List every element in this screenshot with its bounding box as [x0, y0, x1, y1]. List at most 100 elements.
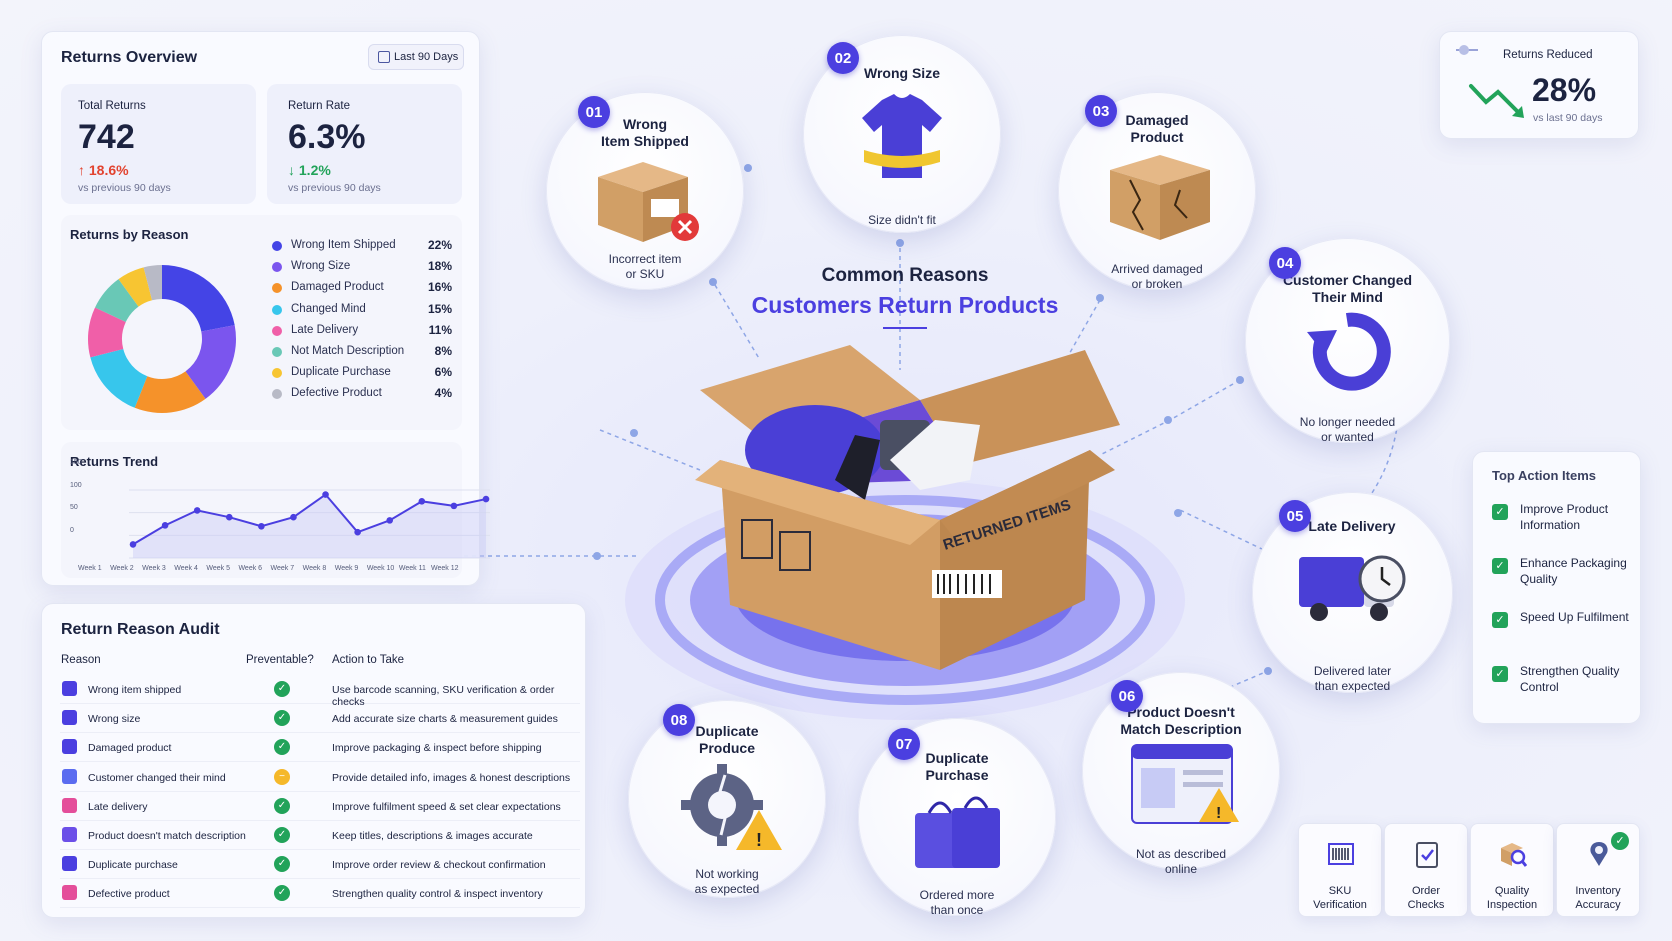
reason-04-title: Customer Changed Their Mind — [1282, 272, 1413, 305]
trend-point — [225, 513, 233, 521]
audit-reason: Defective product — [88, 888, 170, 901]
kpi-total-note: vs previous 90 days — [78, 182, 171, 194]
browser-window-icon: ! — [1131, 744, 1239, 824]
check-circle-icon: ✓ — [274, 827, 290, 843]
box-magnifier-icon — [1501, 843, 1527, 867]
audit-action: Improve fulfilment speed & set clear exp… — [332, 800, 561, 813]
returns-reduced-note: vs last 90 days — [1533, 112, 1603, 124]
reason-02-title: Wrong Size — [864, 65, 940, 81]
audit-title: Return Reason Audit — [61, 621, 220, 638]
x-tick-label: Week 8 — [302, 565, 327, 572]
reason-01-title: Wrong Item Shipped — [601, 116, 689, 149]
y-tick-label: 150 — [70, 459, 82, 466]
tshirt-icon — [862, 94, 942, 178]
legend-dot — [272, 347, 282, 357]
legend-pct: 6% — [434, 365, 452, 380]
donut-slice-7 — [143, 265, 162, 301]
checkbox-checked-icon: ✓ — [1492, 612, 1508, 628]
trend-point — [193, 507, 201, 514]
audit-reason: Late delivery — [88, 800, 148, 813]
reason-circle-01[interactable]: Wrong Item Shipped Incorrect item or SKU — [546, 92, 744, 290]
reason-row-icon — [62, 797, 77, 813]
trend-area — [133, 494, 486, 558]
title-underline — [883, 327, 927, 329]
legend-dot — [272, 283, 282, 294]
y-tick-label: 0 — [70, 527, 74, 534]
trend-point — [450, 502, 458, 510]
arrow-down-icon: ↓ — [288, 162, 299, 178]
tile-clipboard-check[interactable]: Order Checks — [1384, 823, 1468, 917]
arrow-up-icon: ↑ — [78, 162, 89, 178]
audit-action: Strengthen quality control & inspect inv… — [332, 888, 543, 901]
reason-row-icon — [62, 681, 77, 696]
action-item-label: Strengthen Quality Control — [1520, 664, 1620, 694]
donut-slice-6 — [118, 267, 153, 307]
legend-pct: 8% — [434, 344, 452, 358]
reason-04-number: 04 — [1269, 247, 1301, 279]
audit-action: Keep titles, descriptions & images accur… — [332, 830, 533, 842]
package-x-icon — [598, 162, 699, 242]
legend-label: Not Match Description — [291, 345, 405, 357]
kpi-return-rate: Return Rate 6.3% ↓ 1.2% vs previous 90 d… — [267, 84, 462, 204]
reason-02-desc: Size didn't fit — [868, 213, 936, 227]
header-action: Action to Take — [332, 654, 405, 666]
kpi-total-change-value: 18.6% — [88, 162, 129, 178]
checkbox-checked-icon: ✓ — [1492, 666, 1508, 682]
action-item-label: Speed Up Fulfilment — [1520, 610, 1629, 624]
x-tick-label: Week 9 — [334, 565, 359, 572]
donut-slice-4 — [88, 307, 126, 358]
trend-chart — [129, 489, 490, 559]
period-button[interactable]: Last 90 Days — [368, 44, 464, 70]
donut-slice-3 — [90, 348, 148, 408]
tile-label: Quality Inspection — [1486, 885, 1538, 911]
legend-label: Changed Mind — [291, 302, 366, 315]
center-title-line2: Customers Return Products — [751, 292, 1059, 318]
return-reason-audit-card: Return Reason Audit Reason Preventable? … — [41, 603, 586, 918]
legend-dot — [272, 325, 282, 336]
reason-05-title: Late Delivery — [1308, 518, 1396, 534]
donut-chart — [88, 265, 236, 413]
reason-circle-05[interactable]: Late Delivery Delivered later than expec… — [1252, 492, 1453, 693]
svg-text:!: ! — [756, 830, 762, 850]
action-items-title: Top Action Items — [1492, 468, 1596, 483]
reason-row-icon — [62, 768, 77, 784]
returns-reduced-card: Returns Reduced 28% vs last 90 days — [1439, 31, 1639, 139]
x-tick-label: Week 5 — [206, 565, 230, 572]
tile-location-pin[interactable]: Inventory Accuracy — [1556, 823, 1640, 917]
tile-label: SKU Verification — [1313, 885, 1367, 911]
trend-point — [322, 491, 329, 498]
audit-action: Use barcode scanning, SKU verification &… — [332, 684, 555, 708]
check-circle-icon: ✓ — [274, 856, 290, 873]
tile-barcode[interactable]: SKU Verification — [1298, 823, 1382, 917]
trend-line — [132, 493, 487, 546]
kpi-total-returns: Total Returns 742 ↑ 18.6% vs previous 90… — [61, 84, 256, 204]
legend-label: Wrong Size — [291, 260, 351, 273]
reason-circle-03[interactable]: Damaged Product Arrived damaged or broke… — [1058, 92, 1256, 291]
donut-slice-2 — [134, 371, 206, 413]
reason-01-number: 01 — [578, 96, 610, 128]
reason-circle-08[interactable]: Duplicate Produce ! Not working as expec… — [628, 700, 826, 898]
legend-dot — [272, 389, 282, 400]
reason-05-number: 05 — [1279, 500, 1311, 532]
x-tick-label: Week 12 — [431, 565, 459, 572]
center-title: Common Reasons Customers Return Products — [700, 265, 1110, 329]
audit-row: Wrong item shipped✓Use barcode scanning,… — [60, 675, 580, 708]
tile-box-magnifier[interactable]: Quality Inspection — [1470, 823, 1554, 917]
check-badge-icon: ✓ — [1611, 832, 1629, 850]
barcode-icon — [1328, 843, 1354, 865]
reason-07-title: Duplicate Purchase — [925, 750, 989, 783]
center-title-line1: Common Reasons — [821, 265, 989, 286]
audit-action: Provide detailed info, images & honest d… — [332, 771, 571, 784]
header-preventable: Preventable? — [246, 654, 314, 666]
reason-06-number: 06 — [1111, 680, 1143, 712]
audit-row: Wrong size✓Add accurate size charts & me… — [60, 704, 580, 734]
reason-08-desc: Not working as expected — [694, 867, 760, 896]
legend-label: Duplicate Purchase — [291, 366, 391, 379]
trend-point — [129, 541, 137, 548]
legend-label: Wrong Item Shipped — [291, 239, 396, 251]
reason-02-number: 02 — [827, 42, 859, 74]
